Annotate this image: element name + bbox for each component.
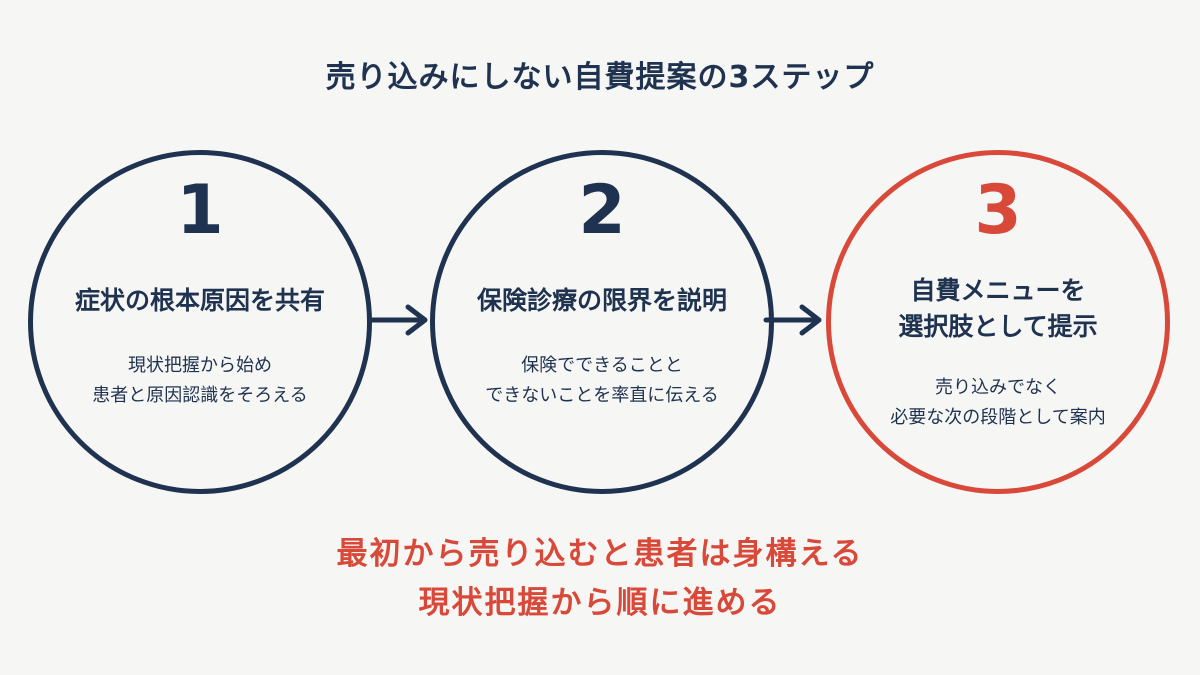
step-circle-3: 3 自費メニューを 選択肢として提示 売り込みでなく 必要な次の段階として案内 [826, 150, 1170, 494]
footer-message: 最初から売り込むと患者は身構える 現状把握から順に進める [0, 530, 1200, 628]
step-description: 売り込みでなく 必要な次の段階として案内 [831, 373, 1165, 432]
step-heading-line: 選択肢として提示 [898, 312, 1098, 342]
step-description-line: 保険でできることと [521, 355, 683, 376]
arrow-right-icon [763, 304, 822, 336]
step-description: 保険でできることと できないことを率直に伝える [435, 351, 769, 410]
step-heading-line: 症状の根本原因を共有 [74, 286, 325, 315]
step-circle-2: 2 保険診療の限界を説明 保険でできることと できないことを率直に伝える [430, 150, 774, 494]
step-heading: 保険診療の限界を説明 [435, 283, 769, 319]
step-description-line: 売り込みでなく [935, 377, 1061, 398]
step-description-line: 必要な次の段階として案内 [890, 406, 1106, 428]
step-heading: 自費メニューを 選択肢として提示 [831, 273, 1165, 346]
step-heading-line: 保険診療の限界を説明 [476, 286, 727, 315]
arrow-right-icon [369, 304, 428, 336]
step-circle-1: 1 症状の根本原因を共有 現状把握から始め 患者と原因認識をそろえる [28, 150, 372, 494]
footer-line: 現状把握から順に進める [418, 584, 782, 621]
step-description-line: 患者と原因認識をそろえる [92, 384, 308, 406]
step-number: 3 [974, 171, 1022, 250]
page-title: 売り込みにしない自費提案の3ステップ [325, 60, 875, 95]
step-description: 現状把握から始め 患者と原因認識をそろえる [33, 351, 367, 410]
step-heading: 症状の根本原因を共有 [33, 283, 367, 319]
step-heading-line: 自費メニューを [910, 276, 1086, 305]
step-description-line: 現状把握から始め [128, 355, 272, 376]
step-description-line: できないことを率直に伝える [485, 384, 719, 406]
step-number: 1 [176, 171, 224, 250]
step-number: 2 [578, 171, 626, 250]
footer-line: 最初から売り込むと患者は身構える [336, 536, 864, 572]
